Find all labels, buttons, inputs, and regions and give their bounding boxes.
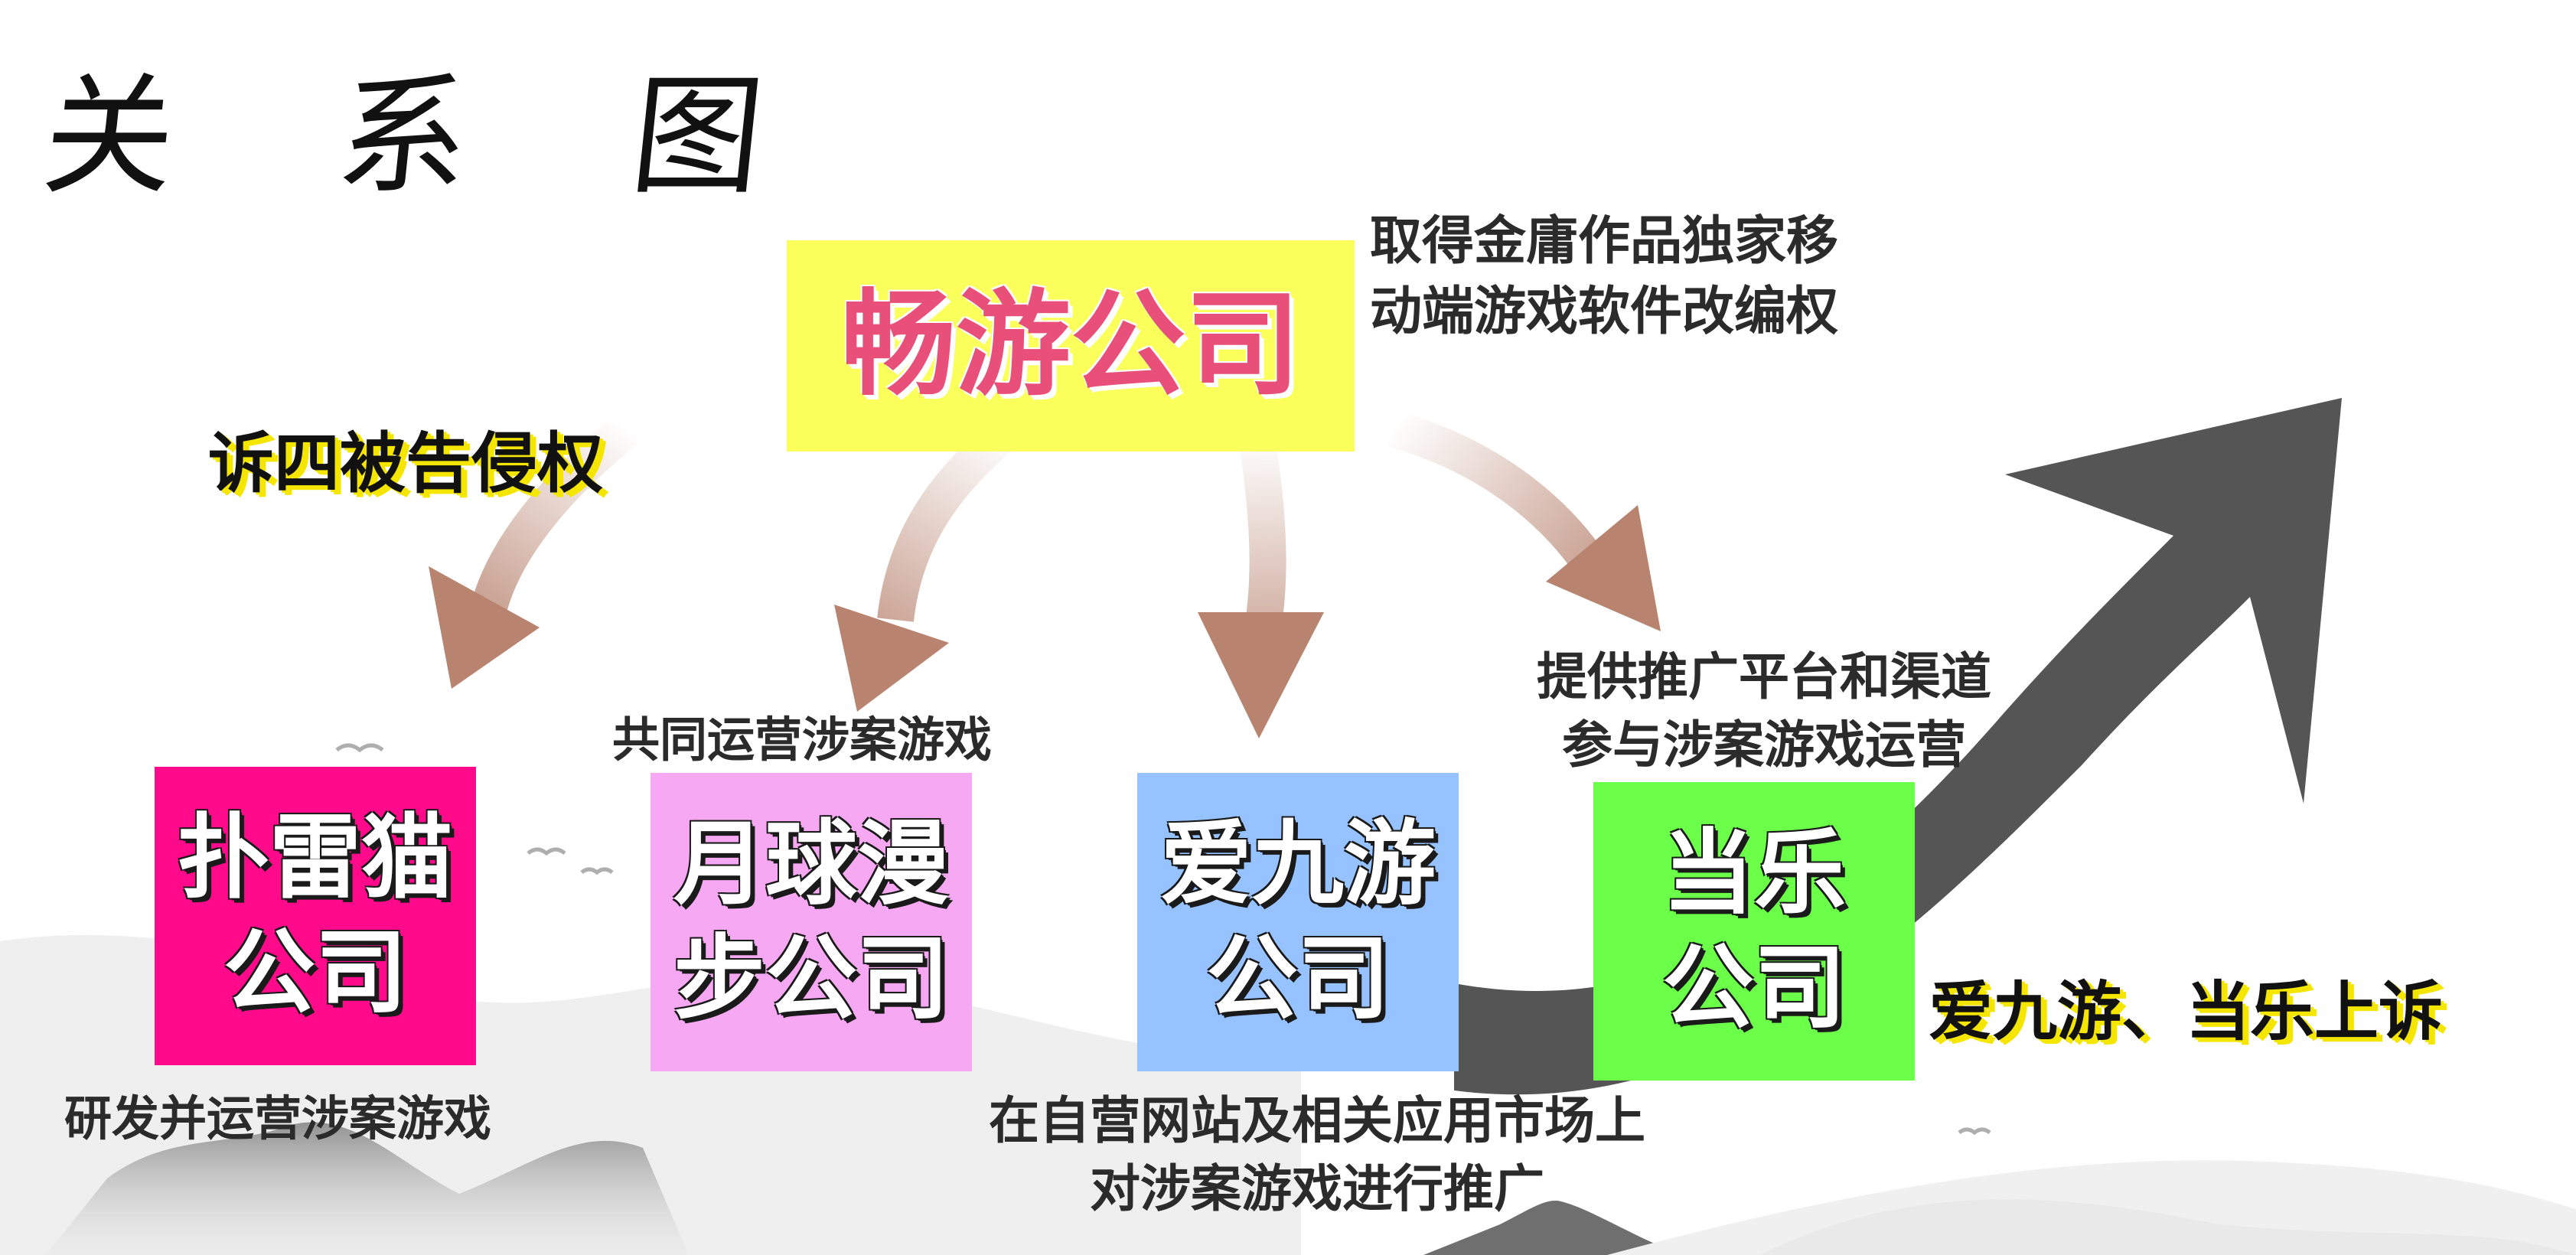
label-license: 取得金庸作品独家移 动端游戏软件改编权 — [1370, 211, 1839, 342]
node-aijiuyou-label: 爱九游 公司 — [1160, 811, 1436, 1032]
arrow-to-aijiuyou — [1198, 425, 1324, 738]
arrow-to-dangle — [1387, 410, 1661, 631]
node-changyou: 畅游公司 — [787, 240, 1355, 451]
node-puleimao-label: 扑雷猫 公司 — [178, 805, 453, 1026]
label-develop: 研发并运营涉案游戏 — [64, 1090, 492, 1146]
label-platform: 提供推广平台和渠道 参与涉案游戏运营 — [1537, 647, 1991, 775]
node-yueqiu: 月球漫 步公司 — [651, 773, 972, 1071]
arrow-to-yueqiu — [834, 414, 1022, 712]
appeal-arrow — [1454, 398, 2342, 1095]
label-promote: 在自营网站及相关应用市场上 对涉案游戏进行推广 — [989, 1091, 1645, 1219]
arrow-to-puleimao — [429, 414, 639, 689]
label-joint-operate: 共同运营涉案游戏 — [612, 712, 993, 768]
node-dangle-label: 当乐 公司 — [1662, 820, 1846, 1041]
label-sue: 诉四被告侵权 — [208, 425, 603, 502]
node-yueqiu-label: 月球漫 步公司 — [673, 811, 949, 1032]
label-appeal: 爱九游、当乐上诉 — [1929, 974, 2444, 1049]
page-title: 关 系 图 — [36, 61, 832, 213]
node-aijiuyou: 爱九游 公司 — [1137, 773, 1459, 1071]
node-dangle: 当乐 公司 — [1593, 782, 1915, 1081]
node-puleimao: 扑雷猫 公司 — [155, 767, 476, 1065]
node-changyou-label: 畅游公司 — [840, 279, 1300, 412]
